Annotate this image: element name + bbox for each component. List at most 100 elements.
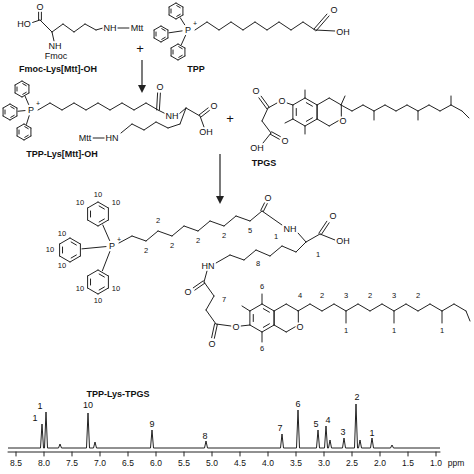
bond-line: [171, 9, 172, 13]
bond-line: [305, 126, 306, 134]
bond-line: [298, 233, 306, 242]
bond-line: [62, 103, 74, 110]
bond-line: [132, 124, 144, 130]
axis-tick-label: 8.5: [9, 459, 23, 468]
plus-sign: +: [225, 112, 235, 125]
atom-label: O: [207, 340, 216, 349]
atom-label: O: [155, 83, 164, 92]
bond-line: [195, 283, 205, 290]
bond-line: [98, 103, 110, 110]
bond-line: [15, 85, 16, 93]
bond-line: [25, 127, 28, 129]
atom-number: 1: [315, 251, 321, 259]
bond-line: [22, 81, 29, 85]
atom-label: OH: [335, 28, 351, 37]
bond-line: [117, 28, 129, 29]
bond-line: [52, 32, 54, 41]
atom-label: HN: [201, 262, 216, 271]
bond-line: [394, 311, 395, 323]
bond-line: [169, 15, 176, 19]
bond-line: [346, 304, 358, 311]
atom-number: 2: [319, 292, 325, 300]
bond-line: [154, 30, 155, 38]
bond-line: [314, 14, 327, 29]
bond-line: [10, 116, 17, 120]
bond-line: [287, 103, 293, 105]
atom-number: 3: [391, 292, 397, 300]
bond-line: [102, 252, 109, 271]
bond-line: [44, 452, 45, 456]
atom-label: O: [35, 3, 44, 12]
bond-line: [207, 22, 219, 30]
bond-line: [74, 24, 85, 32]
bond-line: [418, 105, 429, 111]
bond-line: [23, 92, 26, 94]
atom-label: Mtt: [130, 24, 145, 33]
bond-line: [161, 26, 168, 30]
bond-line: [241, 325, 250, 326]
bond-line: [274, 311, 275, 325]
axis-tick-label: 8.0: [37, 459, 51, 468]
bond-line: [274, 325, 286, 332]
charge-sign: +: [116, 236, 122, 243]
bond-line: [249, 311, 250, 325]
bond-line: [88, 270, 98, 276]
bond-line: [179, 55, 182, 57]
bond-line: [172, 226, 184, 236]
atom-label: O: [338, 117, 347, 126]
compound-name: Fmoc-Lys[Mtt]-OH: [18, 65, 98, 74]
bond-line: [3, 104, 10, 108]
bond-line: [329, 98, 341, 105]
axis-tick-label: 7.5: [65, 459, 79, 468]
bond-line: [385, 105, 396, 111]
atom-number: 10: [111, 285, 121, 293]
bond-line: [286, 304, 298, 311]
bond-line: [52, 24, 63, 32]
axis-tick-label: 6.5: [121, 459, 135, 468]
bond-line: [60, 256, 70, 262]
atom-number: 10: [45, 246, 55, 254]
bond-line: [317, 105, 318, 119]
bond-line: [255, 22, 267, 30]
bond-line: [262, 121, 271, 133]
bond-line: [219, 22, 231, 30]
bond-line: [380, 452, 381, 456]
bond-line: [363, 105, 374, 111]
bond-line: [181, 35, 185, 44]
bond-line: [352, 452, 353, 456]
bond-line: [316, 16, 329, 31]
bond-line: [92, 138, 105, 139]
bond-line: [394, 304, 406, 311]
bond-line: [262, 294, 263, 304]
bond-line: [176, 15, 183, 19]
bond-line: [30, 128, 31, 136]
bond-line: [110, 103, 122, 110]
bond-line: [82, 247, 106, 249]
atom-label: P: [108, 242, 116, 251]
atom-number: 10: [57, 230, 67, 238]
bond-line: [436, 452, 437, 456]
charge-sign: +: [192, 20, 198, 27]
bond-line: [305, 90, 306, 98]
bond-line: [230, 255, 244, 260]
atom-label: Fmoc: [44, 52, 69, 61]
bond-line: [108, 208, 109, 220]
bond-lines: [3, 3, 470, 456]
atom-label: O: [277, 97, 286, 106]
bond-line: [262, 211, 282, 225]
bond-line: [180, 108, 186, 124]
axis-tick-label: 4.0: [261, 459, 275, 468]
bond-line: [99, 274, 104, 277]
compound-name: TPP-Lys[Mtt]-OH: [25, 150, 99, 159]
atom-number: 10: [75, 199, 85, 207]
atom-number: 2: [367, 292, 373, 300]
bond-line: [31, 20, 40, 23]
bond-line: [159, 93, 160, 110]
bond-line: [176, 3, 183, 7]
bond-line: [161, 38, 168, 42]
bond-line: [171, 56, 178, 60]
bond-line: [293, 98, 305, 105]
bond-line: [324, 452, 325, 456]
axis-tick-label: 6.0: [149, 459, 163, 468]
